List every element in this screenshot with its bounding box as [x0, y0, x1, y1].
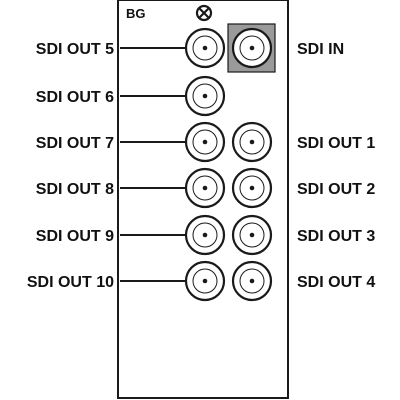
bnc-connector-sdi-out-6: [184, 75, 226, 117]
label-sdi-out-7: SDI OUT 7: [36, 135, 114, 152]
label-sdi-in: SDI IN: [297, 41, 344, 58]
label-sdi-out-4: SDI OUT 4: [297, 274, 375, 291]
label-sdi-out-6: SDI OUT 6: [36, 89, 114, 106]
label-sdi-out-3: SDI OUT 3: [297, 228, 375, 245]
panel-title: BG: [126, 6, 146, 21]
bnc-connector-sdi-out-3: [231, 214, 273, 256]
label-sdi-out-10: SDI OUT 10: [27, 274, 114, 291]
x-circle-icon: [195, 4, 213, 22]
bnc-connector-sdi-out-1: [231, 121, 273, 163]
label-sdi-out-2: SDI OUT 2: [297, 181, 375, 198]
bnc-connector-sdi-out-4: [231, 260, 273, 302]
bnc-connector-sdi-out-5: [184, 27, 226, 69]
bnc-connector-sdi-out-8: [184, 167, 226, 209]
label-sdi-out-1: SDI OUT 1: [297, 135, 375, 152]
bnc-connector-sdi-out-10: [184, 260, 226, 302]
bnc-connector-sdi-out-9: [184, 214, 226, 256]
label-sdi-out-8: SDI OUT 8: [36, 181, 114, 198]
bnc-connector-sdi-out-7: [184, 121, 226, 163]
bnc-connector-sdi-out-2: [231, 167, 273, 209]
bnc-connector-sdi-in: [231, 27, 273, 69]
label-sdi-out-5: SDI OUT 5: [36, 41, 114, 58]
label-sdi-out-9: SDI OUT 9: [36, 228, 114, 245]
